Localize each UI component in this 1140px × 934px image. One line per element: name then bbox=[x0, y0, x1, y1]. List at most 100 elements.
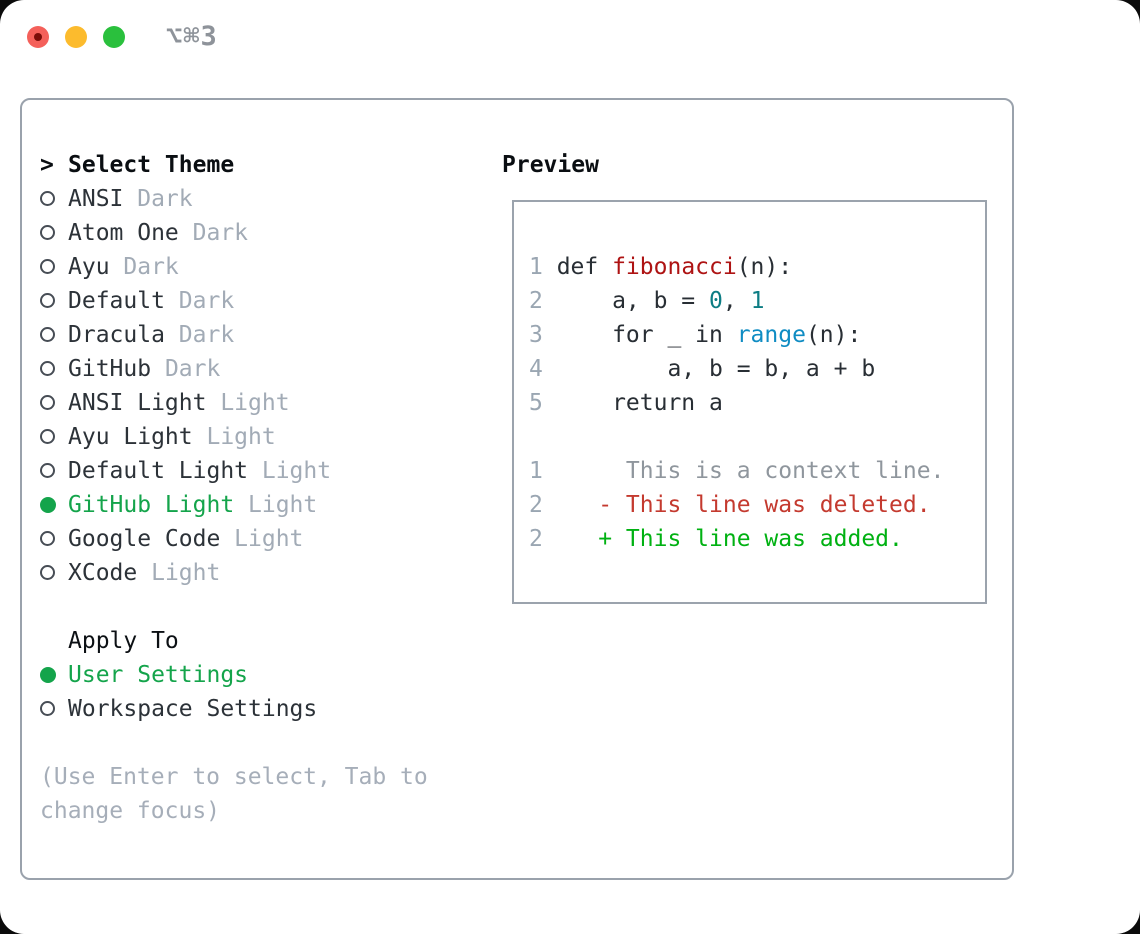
code-token-plain: for _ in bbox=[556, 322, 737, 348]
theme-name: Google Code bbox=[68, 526, 221, 552]
radio-unselected-icon bbox=[40, 361, 55, 376]
line-number: 5 bbox=[529, 390, 543, 416]
theme-variant-tag: Dark bbox=[137, 186, 193, 212]
theme-list-header: > Select Theme bbox=[40, 148, 490, 182]
line-number: 4 bbox=[529, 356, 543, 382]
radio-unselected-icon bbox=[40, 191, 55, 206]
code-line: 2 - This line was deleted. bbox=[529, 488, 985, 522]
code-token-plain: def bbox=[556, 254, 613, 280]
theme-variant-tag: Light bbox=[220, 390, 290, 416]
theme-option[interactable]: GitHub Light Light bbox=[40, 488, 490, 522]
code-token-plain: return a bbox=[556, 390, 723, 416]
code-token-context: This is a context line. bbox=[556, 458, 945, 484]
radio-unselected-icon bbox=[40, 565, 55, 580]
theme-name: Default Light bbox=[68, 458, 249, 484]
theme-name: Ayu bbox=[68, 254, 110, 280]
hint-text: change focus) bbox=[40, 798, 221, 824]
theme-option[interactable]: Google Code Light bbox=[40, 522, 490, 556]
theme-name: XCode bbox=[68, 560, 138, 586]
theme-variant-tag: Dark bbox=[164, 356, 221, 382]
code-token-added: + This line was added. bbox=[556, 526, 903, 552]
radio-unselected-icon bbox=[40, 293, 55, 308]
code-line bbox=[529, 420, 985, 454]
theme-name: Ayu Light bbox=[68, 424, 193, 450]
theme-name: Atom One bbox=[68, 220, 179, 246]
close-button[interactable] bbox=[27, 26, 49, 48]
code-token-func: fibonacci bbox=[612, 254, 737, 280]
radio-cell bbox=[40, 454, 68, 488]
radio-cell bbox=[40, 216, 68, 250]
theme-variant-tag: Light bbox=[261, 458, 332, 484]
code-line: 1 This is a context line. bbox=[529, 454, 985, 488]
radio-unselected-icon bbox=[40, 327, 55, 342]
code-line: 4 a, b = b, a + b bbox=[529, 352, 985, 386]
apply-to-header: Apply To bbox=[40, 624, 490, 658]
theme-option[interactable]: Atom One Dark bbox=[40, 216, 490, 250]
zoom-button[interactable] bbox=[103, 26, 125, 48]
theme-variant-tag: Light bbox=[206, 424, 276, 450]
hint-text: (Use Enter to select, Tab to bbox=[40, 764, 428, 790]
radio-cell bbox=[40, 420, 68, 454]
code-token-builtin: range bbox=[736, 322, 806, 348]
minimize-button[interactable] bbox=[65, 26, 87, 48]
line-number: 2 bbox=[529, 492, 543, 518]
code-token-plain: a, b = bbox=[556, 288, 710, 314]
apply-option[interactable]: User Settings bbox=[40, 658, 490, 692]
theme-option[interactable]: Default Light Light bbox=[40, 454, 490, 488]
theme-option[interactable]: ANSI Dark bbox=[40, 182, 490, 216]
theme-variant-tag: Dark bbox=[123, 254, 179, 280]
code-line: 2 + This line was added. bbox=[529, 522, 985, 556]
preview-title: Preview bbox=[502, 152, 599, 178]
code-token-plain: (n): bbox=[736, 254, 793, 280]
radio-unselected-icon bbox=[40, 429, 55, 444]
selection-prompt-icon: > bbox=[40, 152, 54, 178]
theme-name: Default bbox=[68, 288, 165, 314]
code-line: 2 a, b = 0, 1 bbox=[529, 284, 985, 318]
radio-cell bbox=[40, 318, 68, 352]
theme-name: GitHub Light bbox=[68, 492, 235, 518]
theme-variant-tag: Dark bbox=[192, 220, 249, 246]
code-token-plain: (n): bbox=[805, 322, 862, 348]
close-dot-icon bbox=[34, 33, 42, 41]
radio-cell bbox=[40, 658, 68, 692]
theme-name: ANSI Light bbox=[68, 390, 207, 416]
theme-variant-tag: Light bbox=[248, 492, 318, 518]
theme-variant-tag: Dark bbox=[178, 322, 235, 348]
code-line: 3 for _ in range(n): bbox=[529, 318, 985, 352]
code-token-num: 0 bbox=[709, 288, 723, 314]
radio-unselected-icon bbox=[40, 701, 55, 716]
theme-option[interactable]: Ayu Dark bbox=[40, 250, 490, 284]
theme-option[interactable]: ANSI Light Light bbox=[40, 386, 490, 420]
radio-unselected-icon bbox=[40, 463, 55, 478]
line-number bbox=[529, 420, 557, 454]
theme-list-title: Select Theme bbox=[68, 152, 235, 178]
theme-option[interactable]: Ayu Light Light bbox=[40, 420, 490, 454]
radio-cell bbox=[40, 284, 68, 318]
radio-unselected-icon bbox=[40, 395, 55, 410]
line-number: 3 bbox=[529, 322, 543, 348]
spacer bbox=[40, 590, 490, 624]
theme-name: ANSI bbox=[68, 186, 124, 212]
theme-variant-tag: Light bbox=[234, 526, 304, 552]
apply-option-name: Workspace Settings bbox=[68, 696, 318, 722]
radio-cell bbox=[40, 352, 68, 386]
line-number: 1 bbox=[529, 254, 543, 280]
theme-option[interactable]: XCode Light bbox=[40, 556, 490, 590]
hint-row: (Use Enter to select, Tab to bbox=[40, 760, 490, 794]
radio-cell bbox=[40, 182, 68, 216]
theme-option[interactable]: Default Dark bbox=[40, 284, 490, 318]
code-token-plain: , bbox=[722, 288, 751, 314]
theme-variant-tag: Dark bbox=[178, 288, 235, 314]
radio-selected-icon bbox=[40, 667, 56, 683]
radio-unselected-icon bbox=[40, 531, 55, 546]
line-number: 2 bbox=[529, 288, 543, 314]
apply-option[interactable]: Workspace Settings bbox=[40, 692, 490, 726]
theme-variant-tag: Light bbox=[151, 560, 221, 586]
radio-selected-icon bbox=[40, 497, 56, 513]
